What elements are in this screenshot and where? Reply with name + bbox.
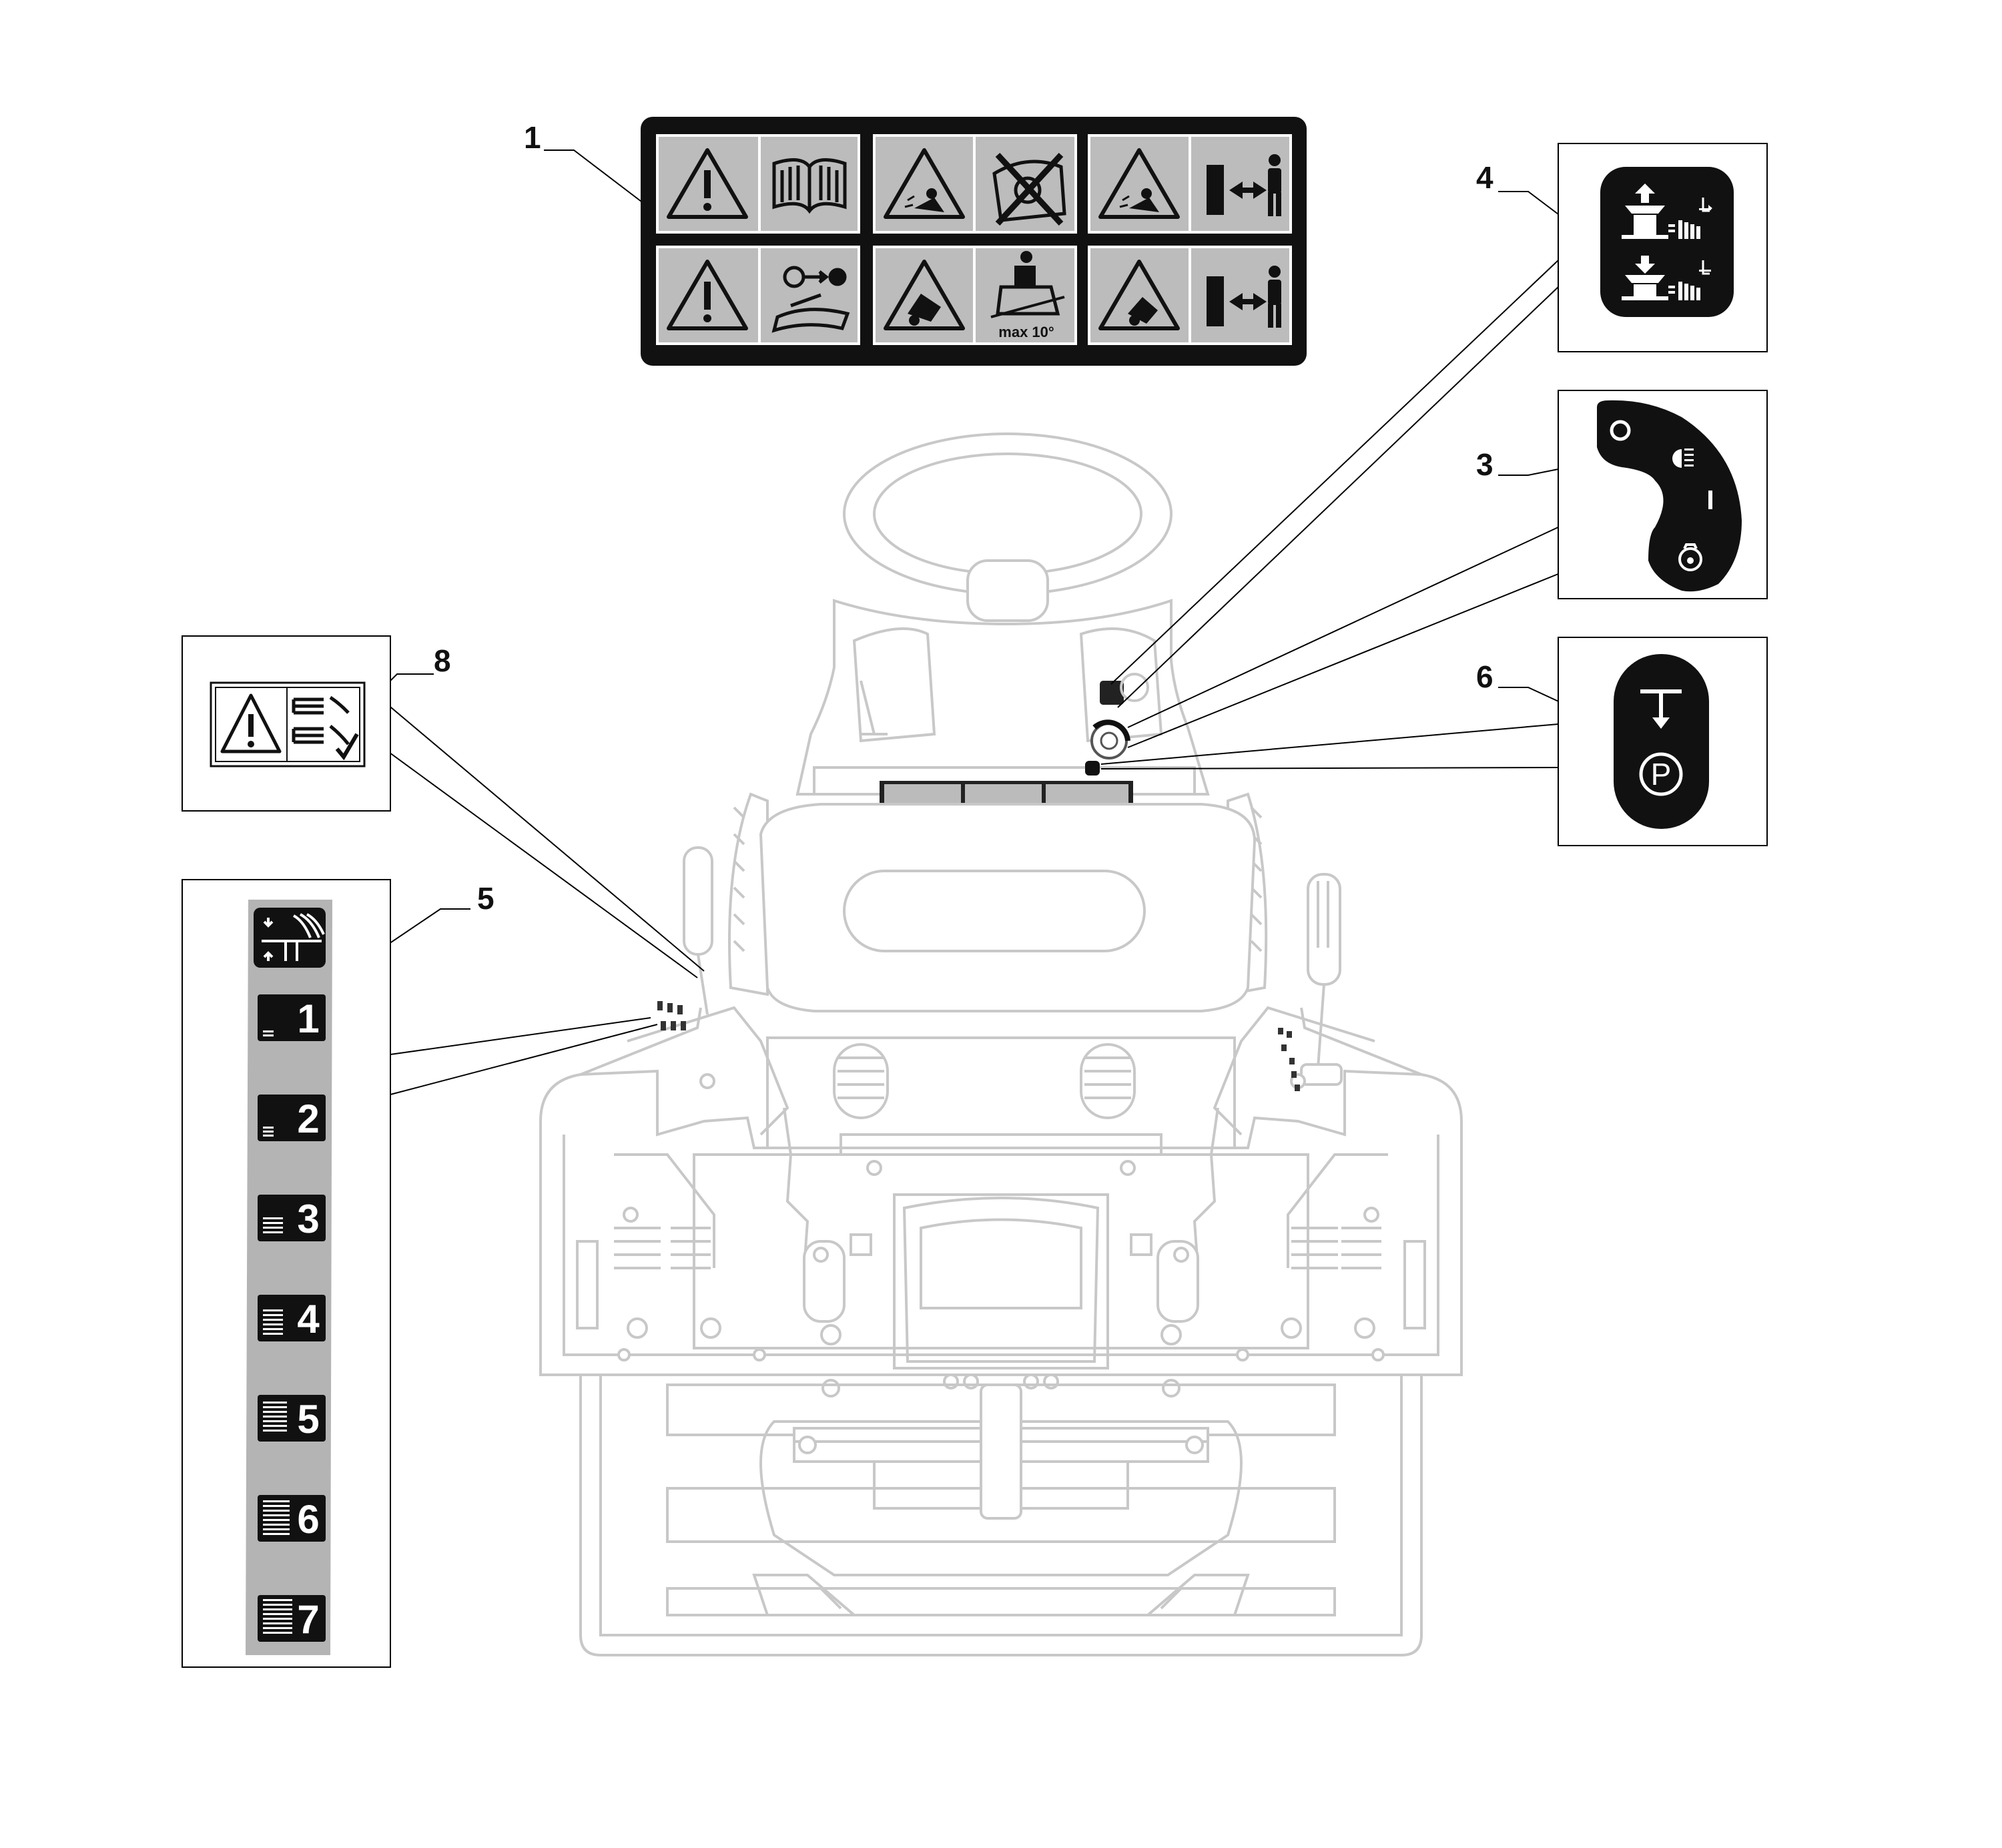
height-level-7: 7 <box>297 1597 319 1642</box>
off-symbol <box>1610 420 1631 441</box>
steering-wheel <box>843 432 1173 622</box>
height-level-4: 4 <box>297 1297 320 1341</box>
decal-5-cutting-height: 1 2 3 4 5 6 7 <box>246 900 332 1655</box>
height-level-5: 5 <box>297 1397 319 1442</box>
lights-icon <box>1672 448 1694 468</box>
dashboard <box>795 599 1210 808</box>
slope-icon: max 10° <box>990 251 1065 340</box>
height-indicator-marks <box>657 1001 1300 1091</box>
callout-6: 6 <box>1476 659 1493 694</box>
decal-4-lift-lower <box>1600 167 1734 317</box>
callout-numbers: 1 4 3 6 8 5 <box>434 120 1493 916</box>
lower-frame <box>579 1375 1423 1656</box>
callout-5: 5 <box>477 881 494 916</box>
height-level-3: 3 <box>297 1197 319 1241</box>
callout-8: 8 <box>434 643 451 678</box>
callout-4: 4 <box>1476 160 1493 195</box>
height-level-6: 6 <box>297 1497 319 1542</box>
callout-1: 1 <box>524 120 541 155</box>
manual-book-icon <box>772 158 847 214</box>
decal-1-safety-label: max 10° <box>641 117 1307 366</box>
slope-limit-text: max 10° <box>998 324 1054 340</box>
decal-8-warning <box>210 681 366 767</box>
tractor-drawing <box>539 432 1463 1656</box>
foot-pedal-icon <box>292 695 359 761</box>
callout-3: 3 <box>1476 447 1493 482</box>
height-level-1: 1 <box>297 996 319 1041</box>
keep-distance-icon <box>1207 154 1281 328</box>
decal-3-ignition <box>1597 400 1742 592</box>
decal-6-parking-brake: P <box>1614 654 1709 829</box>
start-icon <box>1678 543 1702 571</box>
height-level-2: 2 <box>297 1097 319 1141</box>
seat <box>759 803 1257 1012</box>
no-passenger-icon <box>992 152 1066 226</box>
rear-wheels <box>728 792 1268 996</box>
levers <box>683 846 1343 1086</box>
on-symbol <box>1708 491 1712 509</box>
remove-key-icon <box>771 266 850 333</box>
parking-p-symbol: P <box>1651 757 1672 792</box>
leader-lines <box>333 149 1616 1095</box>
